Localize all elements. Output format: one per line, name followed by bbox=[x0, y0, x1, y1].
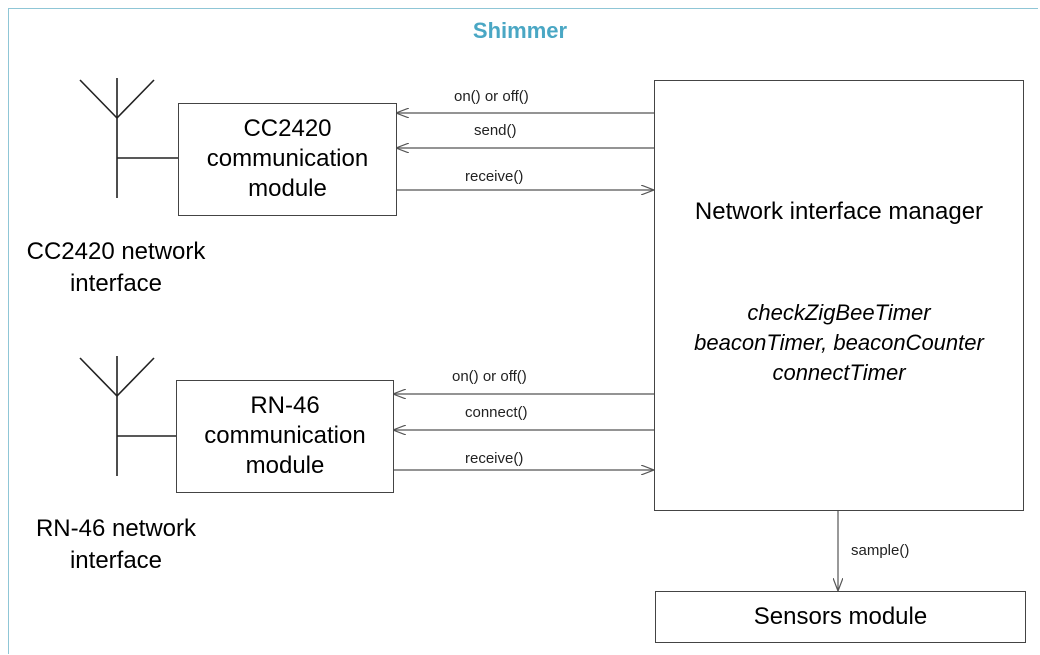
cc2420-module-line1: CC2420 bbox=[243, 115, 332, 142]
manager-title: Network interface manager bbox=[694, 198, 984, 225]
cc2420-antenna-icon bbox=[79, 78, 178, 198]
sensors-module: Sensors module bbox=[655, 591, 1026, 643]
rn46-communication-module: RN-46 communication module bbox=[176, 380, 394, 493]
network-interface-manager bbox=[654, 80, 1024, 511]
rn46-interface-line2: interface bbox=[69, 547, 163, 574]
rn46-module-line1: RN-46 bbox=[250, 392, 320, 419]
cc2420-interface-line2: interface bbox=[69, 270, 163, 297]
edge-label-cc2420-receive: receive() bbox=[465, 168, 524, 185]
cc2420-network-interface-label: CC2420 network interface bbox=[18, 236, 214, 300]
diagram-title: Shimmer bbox=[472, 18, 568, 43]
cc2420-communication-module: CC2420 communication module bbox=[178, 103, 397, 216]
sensors-module-label: Sensors module bbox=[753, 603, 928, 630]
manager-var-checkzigbeetimer: checkZigBeeTimer bbox=[747, 300, 931, 325]
manager-var-beacon: beaconTimer, beaconCounter bbox=[694, 330, 984, 355]
edge-label-rn46-onoff: on() or off() bbox=[452, 368, 527, 385]
edge-label-rn46-connect: connect() bbox=[465, 404, 528, 421]
edge-label-rn46-receive: receive() bbox=[465, 450, 524, 467]
rn46-network-interface-label: RN-46 network interface bbox=[18, 513, 214, 577]
cc2420-module-line3: module bbox=[248, 175, 327, 202]
rn46-interface-line1: RN-46 network bbox=[35, 515, 197, 542]
rn46-module-line3: module bbox=[245, 452, 325, 479]
rn46-antenna-icon bbox=[79, 356, 176, 476]
cc2420-module-line2: communication bbox=[206, 145, 369, 172]
rn46-module-line2: communication bbox=[204, 422, 366, 449]
edge-label-cc2420-onoff: on() or off() bbox=[454, 88, 529, 105]
manager-var-connecttimer: connectTimer bbox=[772, 360, 906, 385]
diagram-frame bbox=[8, 8, 1038, 654]
edge-label-sample: sample() bbox=[851, 542, 910, 559]
edge-label-cc2420-send: send() bbox=[474, 122, 517, 139]
cc2420-interface-line1: CC2420 network bbox=[26, 238, 206, 265]
